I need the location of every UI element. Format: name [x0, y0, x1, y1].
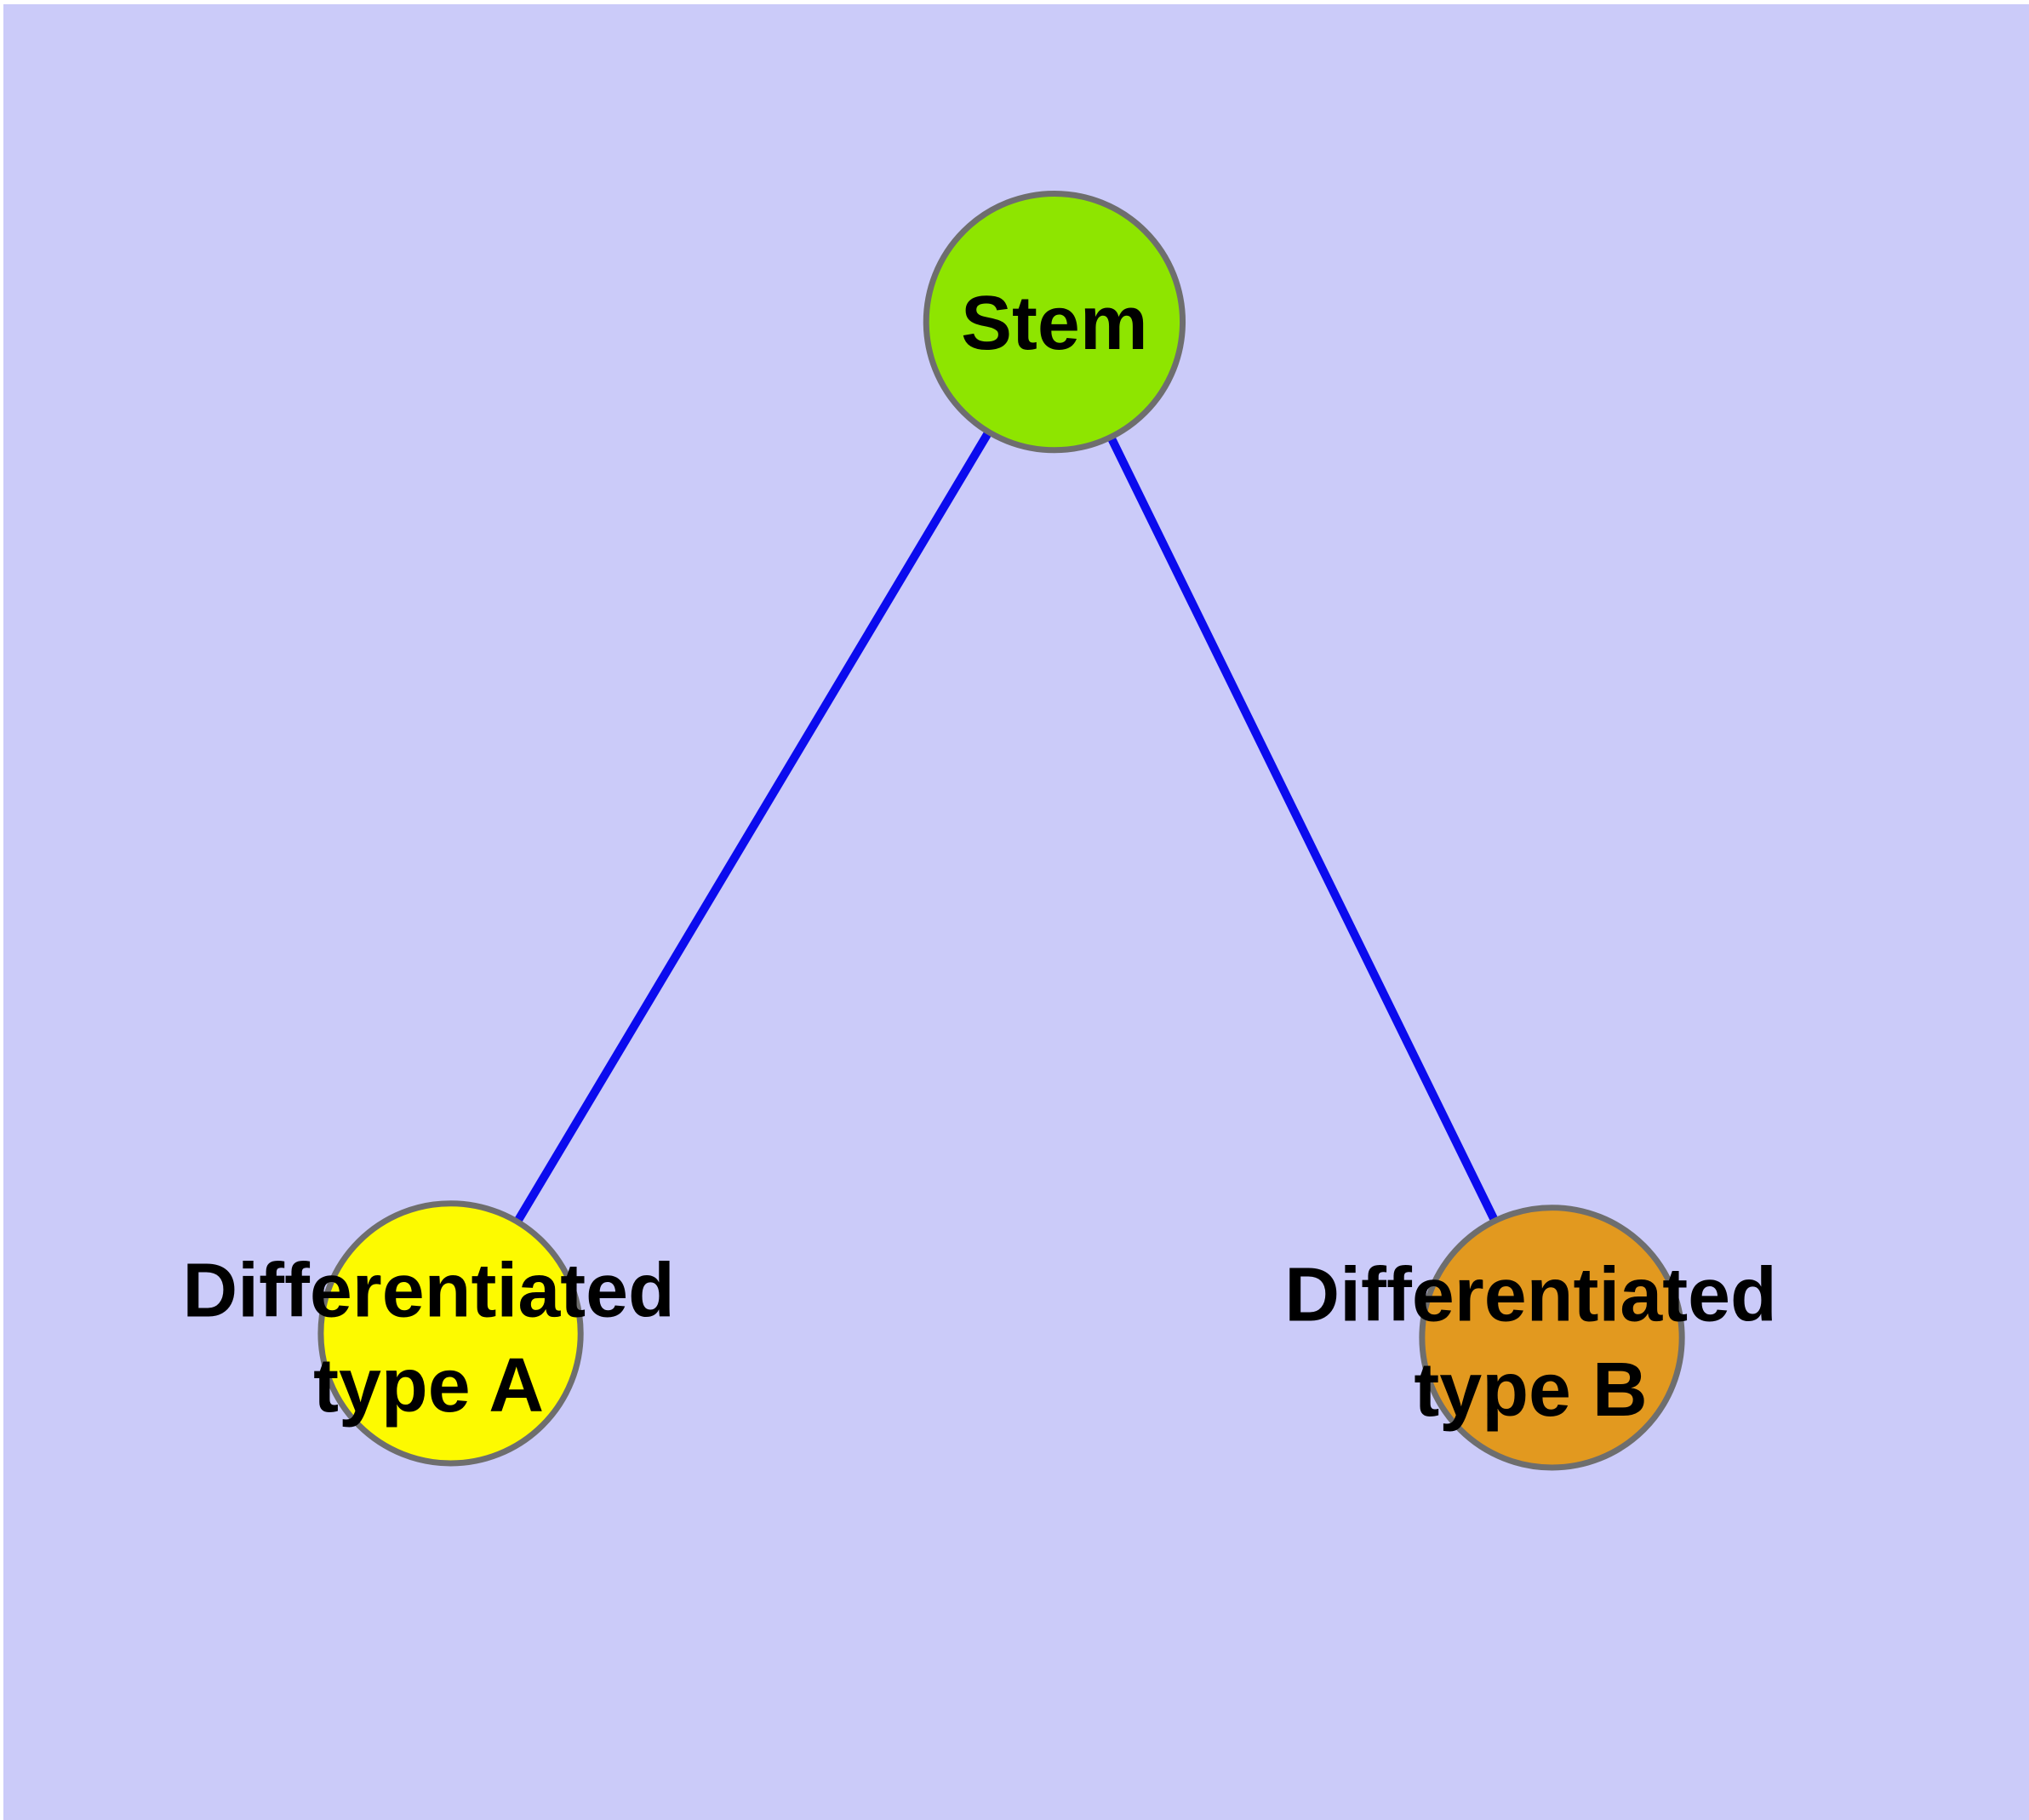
node-label-line: Stem — [961, 281, 1148, 366]
node-label-stem: Stem — [961, 281, 1148, 366]
edge-stem-diff-type-b — [1050, 319, 1557, 1340]
edges-layer — [447, 319, 1557, 1340]
node-diff-type-a — [317, 1200, 584, 1467]
node-diff-type-b — [1419, 1205, 1685, 1471]
edge-stem-diff-type-a — [447, 319, 1059, 1336]
node-label-line: Differentiated — [182, 1248, 675, 1333]
node-label-line: type B — [1414, 1348, 1647, 1433]
node-label-diff-type-a: Differentiated type A — [182, 1248, 675, 1428]
nodes-layer — [317, 190, 1685, 1471]
node-label-diff-type-b: Differentiated type B — [1284, 1252, 1777, 1433]
node-stem — [923, 190, 1186, 454]
node-label-line: type A — [313, 1343, 544, 1428]
node-label-line: Differentiated — [1284, 1252, 1777, 1337]
